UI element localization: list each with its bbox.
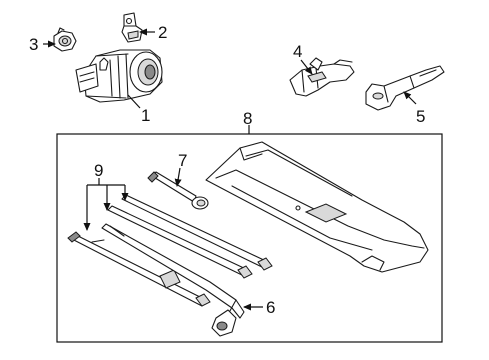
part-7-extension[interactable] xyxy=(147,171,209,210)
leader-9 xyxy=(87,178,125,186)
part-1-jack[interactable] xyxy=(75,49,163,103)
callout-2: 2 xyxy=(158,23,167,42)
part-9-handle-bars[interactable] xyxy=(67,194,273,307)
callout-1: 1 xyxy=(141,106,150,125)
callout-7: 7 xyxy=(178,151,187,170)
part-2-bracket[interactable] xyxy=(121,12,143,43)
callout-4: 4 xyxy=(293,42,302,61)
callout-8: 8 xyxy=(243,109,252,128)
leader-7 xyxy=(174,167,182,187)
leader-4 xyxy=(300,59,313,75)
leader-1 xyxy=(127,94,141,109)
part-5-strap[interactable] xyxy=(365,65,445,111)
part-8-tool-tray[interactable] xyxy=(205,141,429,273)
part-3-nut[interactable] xyxy=(53,27,77,52)
callout-9: 9 xyxy=(94,161,103,180)
leader-5 xyxy=(403,91,417,105)
callout-6: 6 xyxy=(266,298,275,317)
callout-5: 5 xyxy=(416,107,425,126)
part-6-lug-wrench[interactable] xyxy=(101,223,245,337)
part-4-hold-down[interactable] xyxy=(289,57,355,97)
callout-3: 3 xyxy=(29,35,38,54)
